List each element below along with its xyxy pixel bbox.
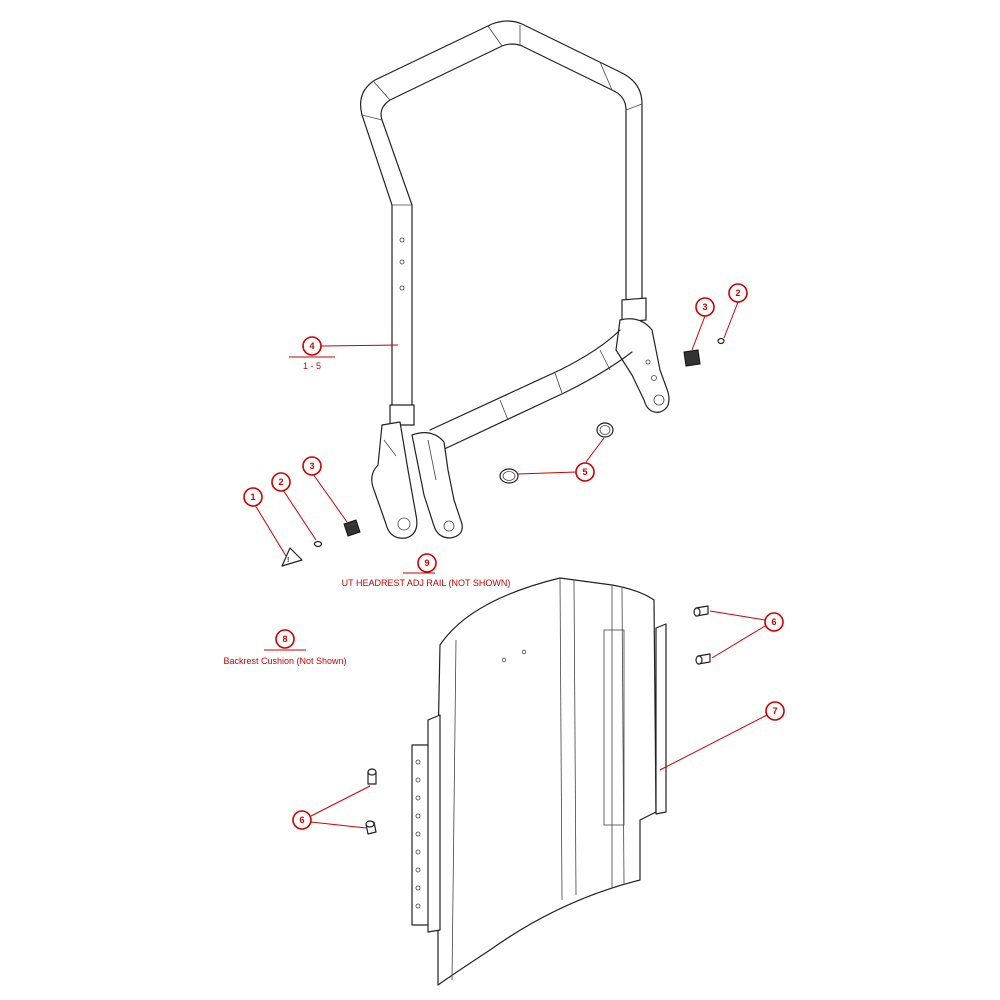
bushing-upper	[596, 422, 614, 438]
leader-lines	[254, 301, 768, 829]
callout-9: 9	[417, 553, 437, 573]
svg-text:4: 4	[309, 341, 314, 351]
svg-text:6: 6	[299, 815, 304, 825]
caption-underlines	[264, 356, 435, 651]
bolt-upper-1	[693, 605, 709, 617]
svg-text:2: 2	[278, 477, 283, 487]
svg-text:1: 1	[250, 492, 255, 502]
bolt-lower-1	[367, 768, 377, 785]
svg-text:5: 5	[582, 467, 587, 477]
callout-3-right: 3	[695, 297, 715, 317]
warning-label-icon: !	[281, 547, 303, 567]
callout-6-right: 6	[764, 612, 784, 632]
callout-2-right: 2	[728, 283, 748, 303]
caption-backrest-cushion: Backrest Cushion (Not Shown)	[223, 656, 346, 666]
caption-headrest-rail: UT HEADREST ADJ RAIL (NOT SHOWN)	[342, 578, 511, 588]
svg-text:8: 8	[282, 634, 287, 644]
callout-7: 7	[765, 701, 785, 721]
callout-5: 5	[575, 462, 595, 482]
svg-text:2: 2	[735, 288, 740, 298]
callout-2-left: 2	[271, 472, 291, 492]
callout-3-left: 3	[302, 456, 322, 476]
backrest-frame	[359, 20, 670, 539]
screw-small-right	[717, 337, 725, 345]
backrest-shell	[411, 577, 667, 986]
caption-qty-range: 1 - 5	[303, 361, 321, 371]
svg-text:3: 3	[309, 461, 314, 471]
clamp-left	[343, 519, 361, 537]
svg-text:3: 3	[702, 302, 707, 312]
screw-small-left	[313, 540, 323, 548]
svg-text:9: 9	[424, 558, 429, 568]
callout-6-left: 6	[292, 810, 312, 830]
svg-text:!: !	[287, 557, 289, 564]
bolt-upper-2	[695, 653, 711, 665]
svg-text:6: 6	[771, 617, 776, 627]
bolt-lower-2	[365, 820, 377, 835]
callout-4: 4	[302, 336, 322, 356]
clamp-right	[683, 349, 701, 367]
callout-8: 8	[275, 629, 295, 649]
svg-text:7: 7	[772, 706, 777, 716]
bushing-lower	[499, 468, 519, 484]
callout-1: 1	[243, 487, 263, 507]
